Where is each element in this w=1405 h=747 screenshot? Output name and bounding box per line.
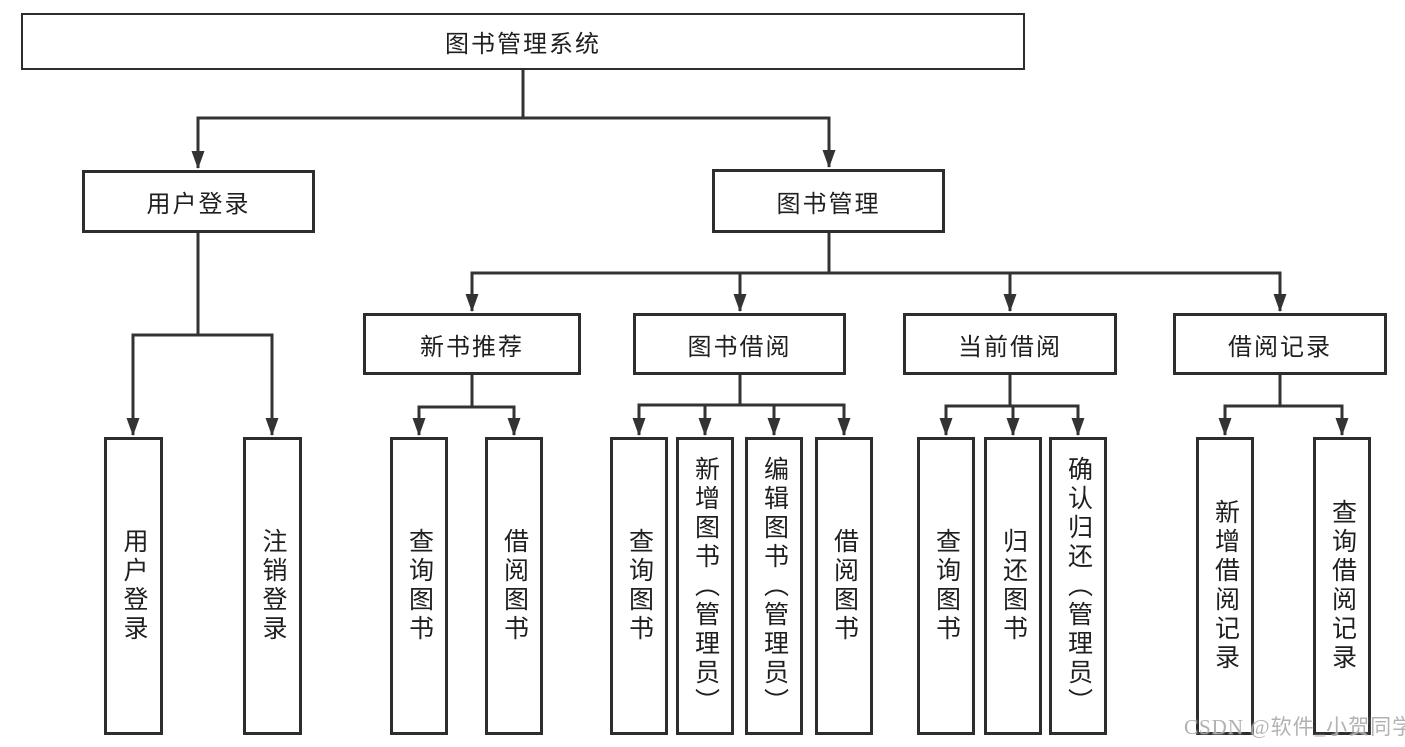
leaf-user-login: 用户登录	[104, 437, 163, 735]
connector-borrowing-records-to-leaves	[1218, 374, 1349, 436]
leaf-cb-confirm-return-admin: 确认归还（管理员）	[1049, 437, 1107, 735]
node-new-book-recommendation: 新书推荐	[363, 313, 581, 375]
node-label: 借阅记录	[1228, 334, 1332, 361]
node-borrowing-records: 借阅记录	[1173, 313, 1387, 375]
leaf-label: 借阅图书	[500, 528, 528, 644]
node-user-login: 用户登录	[82, 170, 315, 233]
node-label: 图书借阅	[687, 334, 792, 361]
node-label: 用户登录	[146, 192, 251, 218]
leaf-bb-borrow-books: 借阅图书	[815, 437, 873, 735]
connector-book-management-to-level3	[465, 232, 1287, 312]
node-label: 新书推荐	[420, 334, 524, 361]
node-label: 当前借阅	[958, 334, 1062, 361]
leaf-br-query-borrow-record: 查询借阅记录	[1313, 437, 1371, 735]
leaf-label: 借阅图书	[830, 528, 858, 644]
leaf-label: 新增借阅记录	[1211, 499, 1239, 673]
leaf-label: 查询图书	[625, 528, 653, 644]
leaf-logout: 注销登录	[243, 437, 302, 735]
leaf-nbr-query-books: 查询图书	[390, 437, 448, 735]
leaf-bb-edit-book-admin: 编辑图书（管理员）	[745, 437, 803, 735]
csdn-watermark: CSDN @软件_小贺同学	[1184, 715, 1405, 739]
leaf-cb-query-books: 查询图书	[917, 437, 975, 735]
node-label: 图书管理	[776, 191, 881, 218]
leaf-bb-query-books: 查询图书	[610, 437, 668, 735]
leaf-label: 新增图书（管理员）	[691, 455, 719, 717]
leaf-label: 归还图书	[999, 528, 1027, 644]
leaf-nbr-borrow-books: 借阅图书	[485, 437, 543, 735]
connector-current-borrowing-to-leaves	[939, 374, 1085, 436]
connector-root-to-level2	[191, 70, 836, 169]
node-library-management-system: 图书管理系统	[21, 13, 1025, 70]
leaf-cb-return-books: 归还图书	[984, 437, 1042, 735]
leaf-label: 查询图书	[405, 528, 433, 644]
connector-user-login-to-leaves	[126, 232, 279, 436]
node-book-borrowing: 图书借阅	[633, 313, 846, 375]
node-book-management: 图书管理	[712, 169, 945, 233]
leaf-label: 确认归还（管理员）	[1064, 455, 1092, 717]
connector-book-borrowing-to-leaves	[632, 374, 851, 436]
node-label: 图书管理系统	[445, 32, 601, 58]
leaf-label: 注销登录	[259, 528, 286, 644]
leaf-label: 查询借阅记录	[1328, 499, 1356, 673]
leaf-label: 用户登录	[120, 528, 147, 644]
leaf-label: 查询图书	[932, 528, 960, 644]
node-current-borrowing: 当前借阅	[903, 313, 1117, 375]
leaf-br-add-borrow-record: 新增借阅记录	[1196, 437, 1254, 735]
leaf-label: 编辑图书（管理员）	[760, 455, 788, 717]
connector-new-book-recommendation-to-leaves	[412, 374, 521, 436]
leaf-bb-add-book-admin: 新增图书（管理员）	[676, 437, 734, 735]
